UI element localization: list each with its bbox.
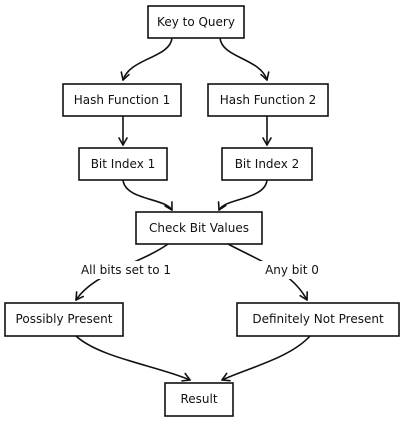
- edge-key-to-hash2: [219, 37, 270, 81]
- node-label: Hash Function 2: [220, 93, 317, 107]
- edge-labels: All bits set to 1 Any bit 0: [60, 261, 333, 279]
- node-label: Definitely Not Present: [252, 312, 384, 326]
- node-key-to-query: Key to Query: [147, 5, 245, 39]
- edge-possible-to-result: [75, 335, 191, 382]
- node-bit-index-2: Bit Index 2: [221, 147, 313, 181]
- node-label: Hash Function 1: [74, 93, 171, 107]
- node-label: Key to Query: [157, 15, 235, 29]
- edge-label-all-bits-set: All bits set to 1: [81, 263, 171, 277]
- edge-bit2-to-check: [217, 179, 268, 211]
- edge-notpresent-to-result: [221, 335, 311, 382]
- node-label: Check Bit Values: [149, 221, 249, 235]
- node-label: Bit Index 2: [235, 157, 300, 171]
- node-hash-function-2: Hash Function 2: [207, 83, 329, 117]
- node-possibly-present: Possibly Present: [4, 302, 124, 337]
- edge-bit1-to-check: [122, 179, 173, 211]
- node-label: Bit Index 1: [91, 157, 156, 171]
- edge-label-any-bit-zero: Any bit 0: [265, 263, 319, 277]
- node-check-bit-values: Check Bit Values: [135, 211, 263, 245]
- node-label: Possibly Present: [16, 312, 113, 326]
- node-hash-function-1: Hash Function 1: [62, 83, 182, 117]
- edge-key-to-hash1: [120, 37, 173, 81]
- node-label: Result: [180, 392, 217, 406]
- node-bit-index-1: Bit Index 1: [78, 147, 168, 181]
- node-result: Result: [164, 382, 234, 417]
- node-definitely-not-present: Definitely Not Present: [236, 302, 400, 337]
